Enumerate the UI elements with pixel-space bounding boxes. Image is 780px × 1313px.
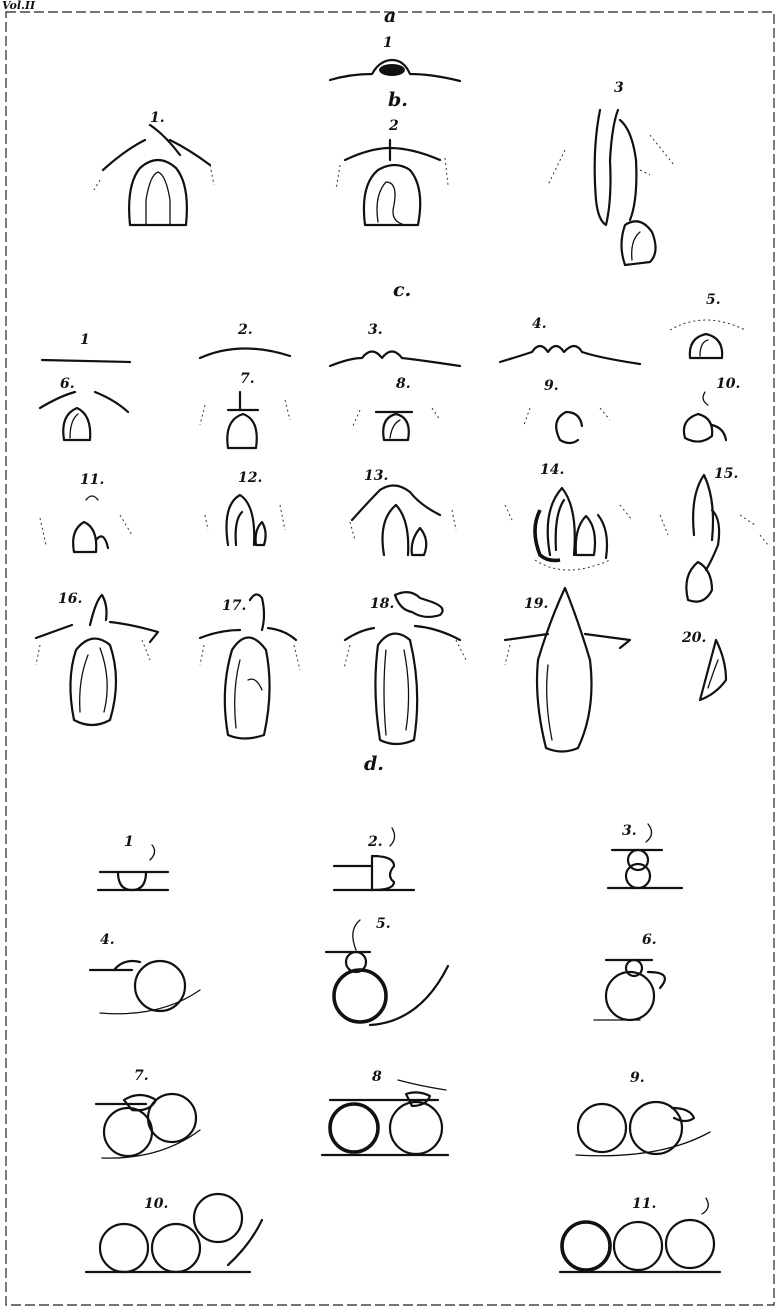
figure-b3: 3 — [548, 80, 674, 265]
figure-c6-label: 6. — [60, 376, 75, 392]
figure-c11: 11. — [40, 472, 132, 552]
figure-d2: 2. — [334, 828, 414, 890]
figure-c12: 12. — [205, 470, 285, 545]
figure-c14: 14. — [505, 462, 632, 570]
figure-d5-label: 5. — [376, 916, 391, 932]
figure-d11-label: 11. — [632, 1196, 656, 1212]
plate-frame — [6, 12, 774, 1305]
figure-d11: 11. — [560, 1196, 720, 1272]
figure-c5-label: 5. — [706, 292, 721, 308]
figure-b1-label: 1. — [150, 110, 165, 126]
figure-c6: 6. — [40, 376, 128, 440]
figure-d1-label: 1 — [124, 834, 134, 850]
figure-d8: 8 — [322, 1069, 448, 1155]
figure-c10-label: 10. — [716, 376, 740, 392]
figure-c5: 5. — [670, 292, 745, 358]
figure-c1: 1 — [42, 332, 130, 362]
figure-a1-label: 1 — [383, 35, 393, 51]
figure-c16: 16. — [36, 591, 158, 725]
figure-c1-label: 1 — [80, 332, 90, 348]
figure-c19-label: 19. — [524, 596, 548, 612]
section-label-b: b. — [388, 89, 408, 111]
figure-c18-label: 18. — [370, 596, 394, 612]
figure-b1: 1. — [94, 110, 214, 225]
figure-d3: 3. — [608, 823, 682, 888]
figure-c13: 13. — [350, 468, 456, 555]
figure-c19: 19. — [505, 588, 630, 752]
figure-d9: 9. — [576, 1070, 710, 1156]
figure-d7-label: 7. — [134, 1068, 149, 1084]
figure-c2-label: 2. — [237, 322, 253, 338]
figure-c4-label: 4. — [532, 316, 547, 332]
figure-d4-label: 4. — [100, 932, 115, 948]
figure-c10: 10. — [684, 376, 740, 442]
section-label-d: d. — [364, 753, 384, 775]
figure-c13-label: 13. — [364, 468, 388, 484]
figure-c4: 4. — [500, 316, 640, 364]
figure-c17-label: 17. — [222, 598, 246, 614]
figure-d10-label: 10. — [144, 1196, 168, 1212]
figure-c14-label: 14. — [540, 462, 564, 478]
figure-d9-label: 9. — [630, 1070, 645, 1086]
figure-b3-label: 3 — [614, 80, 624, 96]
corner-label: Vol.II — [2, 0, 36, 12]
figure-c9: 9. — [524, 378, 610, 443]
figure-d4: 4. — [90, 932, 200, 1014]
figure-d8-label: 8 — [372, 1069, 382, 1085]
figure-c11-label: 11. — [80, 472, 104, 488]
figure-d2-label: 2. — [367, 834, 383, 850]
figure-c3-label: 3. — [368, 322, 383, 338]
figure-c16-label: 16. — [58, 591, 82, 607]
figure-c18: 18. — [344, 592, 466, 744]
figure-c7: 7. — [200, 371, 290, 448]
figure-c12-label: 12. — [238, 470, 262, 486]
section-label-a: a — [384, 5, 396, 27]
figure-c17: 17. — [200, 594, 300, 738]
figure-c9-label: 9. — [544, 378, 559, 394]
figure-d6: 6. — [594, 932, 665, 1020]
figure-c7-label: 7. — [240, 371, 255, 387]
figure-c8-label: 8. — [396, 376, 411, 392]
figure-b2-label: 2 — [388, 118, 399, 134]
figure-c20-label: 20. — [681, 630, 706, 646]
figure-c15-label: 15. — [714, 466, 738, 482]
figure-b2: 2 — [336, 118, 448, 225]
section-label-c: c. — [393, 279, 411, 301]
figure-c8: 8. — [352, 376, 440, 440]
figure-d1: 1 — [98, 834, 168, 890]
figure-c20: 20. — [681, 630, 726, 700]
figure-d10: 10. — [86, 1194, 262, 1272]
figure-c15: 15. — [660, 466, 768, 602]
figure-a1: 1 — [330, 35, 460, 81]
figure-d3-label: 3. — [622, 823, 637, 839]
figure-c2: 2. — [200, 322, 290, 358]
figure-d7: 7. — [96, 1068, 200, 1158]
figure-c3: 3. — [330, 322, 460, 366]
figure-d6-label: 6. — [642, 932, 657, 948]
figure-d5: 5. — [326, 916, 448, 1025]
